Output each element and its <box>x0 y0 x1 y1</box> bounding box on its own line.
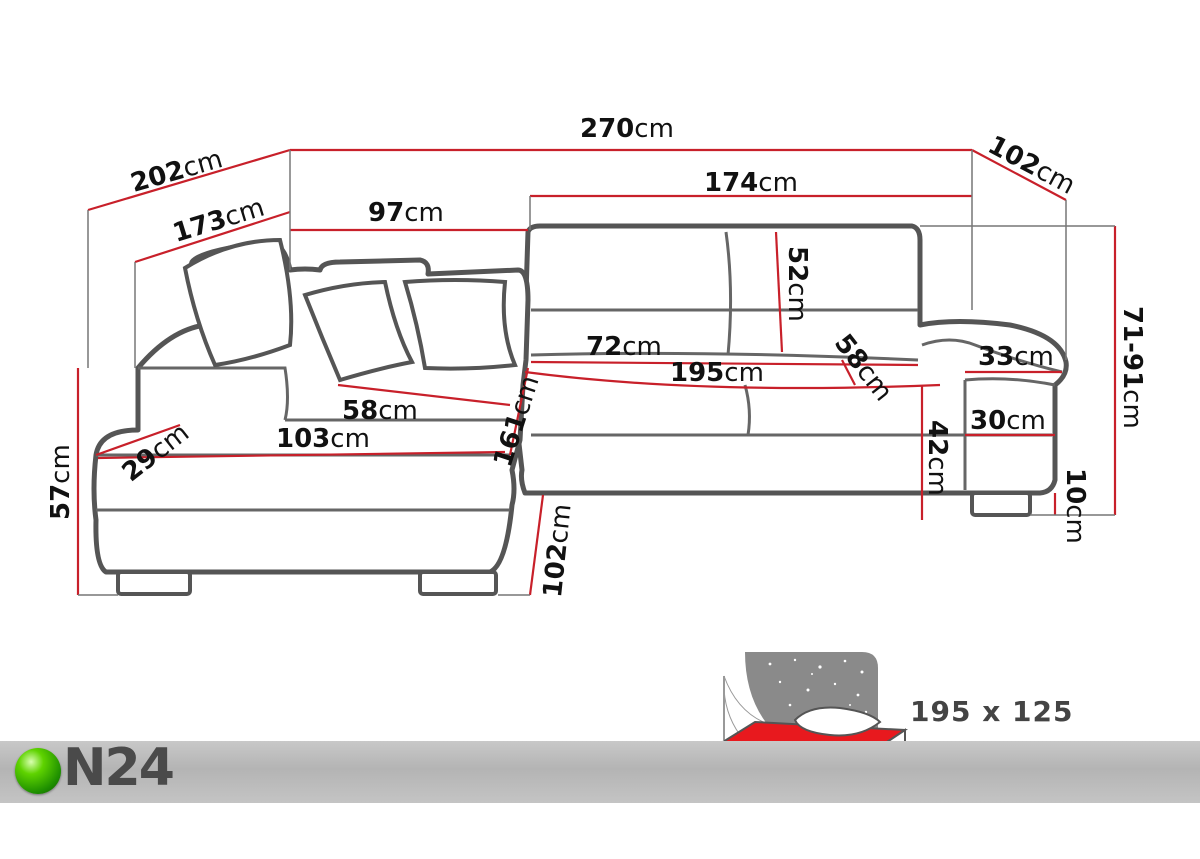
dim-label-total-height: 71-91cm <box>1117 306 1147 429</box>
dim-label-left-back: 97cm <box>368 198 444 228</box>
dim-label-right-back: 174cm <box>704 168 798 198</box>
dim-label-leg-height: 10cm <box>1060 468 1090 544</box>
logo-ball-icon <box>15 748 61 794</box>
logo-text: N24 <box>63 738 175 798</box>
dim-label-armrest-height: 30cm <box>970 406 1046 436</box>
bed-size-label: 195 x 125 <box>910 695 1074 728</box>
pillows <box>182 237 518 383</box>
dim-label-back-height: 52cm <box>782 246 812 322</box>
extension-lines <box>78 150 1115 596</box>
sofa-legs <box>116 491 1032 596</box>
dim-label-seat-height: 42cm <box>922 420 952 496</box>
dimension-lines <box>76 148 1117 596</box>
right-sofa-body <box>515 223 1069 496</box>
pillow-on-bed <box>793 706 882 737</box>
dim-label-chaise-cushion: 103cm <box>276 424 370 454</box>
dim-label-seat-depth-a: 72cm <box>586 332 662 362</box>
dim-label-chaise-depth: 58cm <box>342 396 418 426</box>
dim-label-sleep-length: 195cm <box>670 358 764 388</box>
dim-label-back-width: 270cm <box>580 114 674 144</box>
dim-label-armrest-width: 33cm <box>978 342 1054 372</box>
dim-label-left-height: 57cm <box>46 444 76 520</box>
footer-band <box>0 741 1200 803</box>
